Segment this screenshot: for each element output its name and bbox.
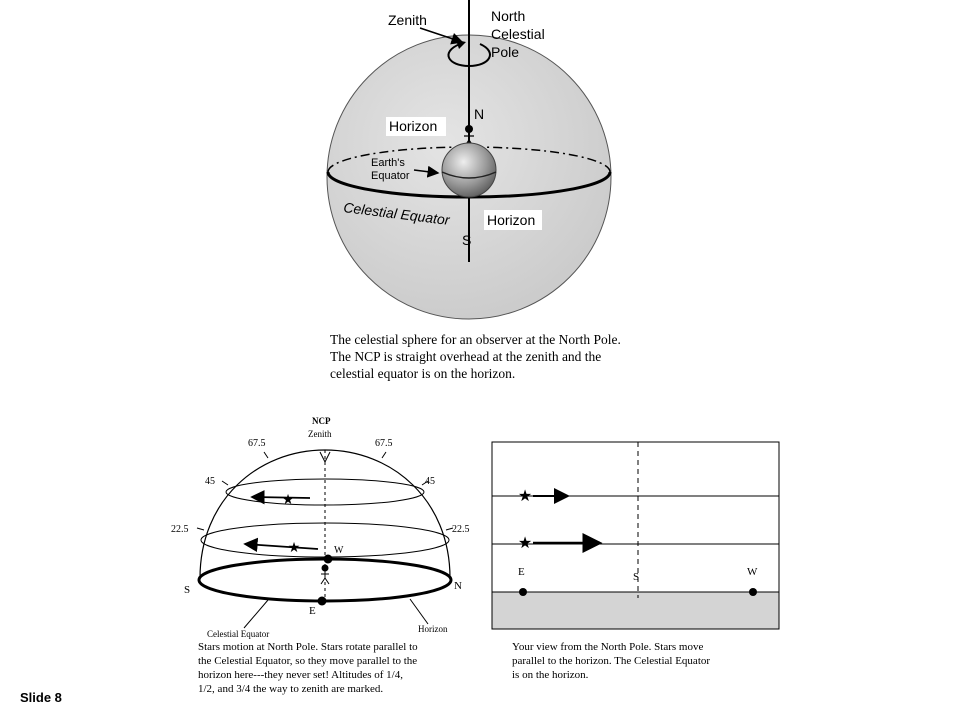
star-icon-45: ★ <box>282 493 295 508</box>
tick-225 <box>196 527 454 531</box>
view-caption: Your view from the North Pole. Stars mov… <box>512 640 782 682</box>
star-path-45 <box>250 490 311 505</box>
alt-675-right-label: 67.5 <box>375 438 393 449</box>
tick-45 <box>221 480 429 486</box>
horizon-pointer <box>409 598 429 625</box>
celestial-sphere-diagram: Zenith North Celestial Pole N Horizon Ea… <box>326 0 612 320</box>
view-caption-line2: parallel to the horizon. The Celestial E… <box>512 655 711 667</box>
alt-45-right-label: 45 <box>425 476 435 487</box>
horizon-label-bg <box>386 117 446 136</box>
top-caption-line3: celestial equator is on the horizon. <box>330 366 516 381</box>
dome-south-label: S <box>184 584 190 596</box>
dome-horizon-label: Horizon <box>418 624 448 634</box>
east-point <box>317 596 327 606</box>
dome-caption: Stars motion at North Pole. Stars rotate… <box>198 640 498 696</box>
rotation-arrow <box>447 43 491 68</box>
west-point <box>323 554 333 564</box>
dome-zenith-mark <box>319 451 331 464</box>
dome-caption-line1: Stars motion at North Pole. Stars rotate… <box>198 641 418 653</box>
horizon-upper-label: Horizon <box>389 118 437 134</box>
view-caption-line3: is on the horizon. <box>512 669 589 681</box>
slide-number: Slide 8 <box>20 690 62 705</box>
view-west-point <box>749 588 757 596</box>
horizon-lower-label: Horizon <box>487 212 535 228</box>
earth-equator-label-line1: Earth's <box>371 157 405 169</box>
dome-west-label: W <box>334 545 344 556</box>
view-east-point <box>519 588 527 596</box>
north-label: N <box>474 106 484 122</box>
view-east-label: E <box>518 566 525 578</box>
south-label: S <box>462 232 471 248</box>
equator-pointer <box>243 599 269 629</box>
star-icon-225: ★ <box>288 541 301 556</box>
horizon-lower-label-bg <box>484 210 542 230</box>
earth-equator-pointer <box>413 165 440 178</box>
alt-225-left-label: 22.5 <box>171 524 189 535</box>
ncp-label-line3: Pole <box>491 44 519 60</box>
top-caption-line2: The NCP is straight overhead at the zeni… <box>330 349 602 364</box>
view-star-upper-icon: ★ <box>518 488 532 505</box>
earth-globe <box>441 142 497 198</box>
dome-north-label: N <box>454 580 462 592</box>
dome-observer-head <box>321 564 329 572</box>
alt-45-left-label: 45 <box>205 476 215 487</box>
dome-celestial-equator-label: Celestial Equator <box>207 629 269 639</box>
zenith-label: Zenith <box>388 12 427 28</box>
ncp-label-line2: Celestial <box>491 26 545 42</box>
view-frame-border <box>491 441 780 630</box>
alt-225-right-label: 22.5 <box>452 524 470 535</box>
ncp-label-line1: North <box>491 8 525 24</box>
view-west-label: W <box>747 566 758 578</box>
view-caption-line1: Your view from the North Pole. Stars mov… <box>512 641 704 653</box>
dome-observer-body <box>320 571 330 585</box>
alt-675-left-label: 67.5 <box>248 438 266 449</box>
ground-area <box>492 592 779 629</box>
observer-head <box>465 125 473 133</box>
zenith-pointer <box>419 27 464 45</box>
view-star-lower-icon: ★ <box>518 535 532 552</box>
dome-caption-line2: the Celestial Equator, so they move para… <box>198 655 418 667</box>
tick-675 <box>263 451 387 459</box>
dome-caption-line3: horizon here---they never set! Altitudes… <box>198 669 403 681</box>
dome-zenith-label: Zenith <box>308 429 332 439</box>
dome-ncp-label: NCP <box>312 416 331 426</box>
north-pole-view-diagram: ★ ★ E S W <box>491 441 780 630</box>
dome-caption-line4: 1/2, and 3/4 the way to zenith are marke… <box>198 683 384 695</box>
star-path-225 <box>243 537 319 553</box>
dome-diagram: ★ ★ NCP Zenith 67.5 67.5 45 45 22.5 22.5… <box>171 416 470 639</box>
earth-equator-label-line2: Equator <box>371 170 410 182</box>
observer-body <box>464 133 474 147</box>
earth-equator-line <box>441 171 497 179</box>
top-caption: The celestial sphere for an observer at … <box>330 331 690 382</box>
view-south-label: S <box>633 571 639 583</box>
top-caption-line1: The celestial sphere for an observer at … <box>330 332 621 347</box>
dome-east-label: E <box>309 605 316 617</box>
